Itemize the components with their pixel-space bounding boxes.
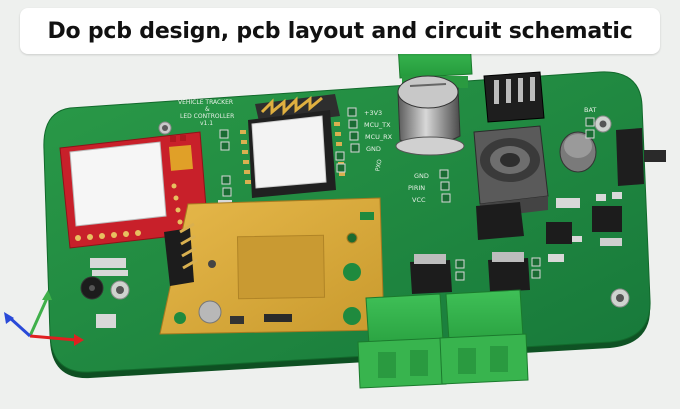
lower-header-pads (439, 169, 451, 203)
axis-triad-icon (4, 290, 84, 346)
title-banner: Do pcb design, pcb layout and circuit sc… (20, 8, 660, 54)
pin-label-mcu-rx: MCU_RX (365, 133, 393, 141)
mounting-holes (110, 115, 630, 308)
header-pads (219, 107, 360, 197)
buzzer (80, 276, 104, 300)
power-switch (616, 128, 666, 186)
misc-pads (455, 257, 541, 281)
power-inductor (473, 125, 549, 218)
terminal-block-right (439, 289, 529, 385)
header-pin-labels: +3V3 MCU_TX MCU_RX GND PXO (364, 109, 393, 172)
pin-label-mcu-tx: MCU_TX (364, 121, 391, 129)
pin-label-gnd-lower: GND (414, 172, 429, 180)
terminal-block-left (357, 293, 447, 389)
board-version: v1.1 (200, 120, 213, 127)
sim-module (59, 131, 209, 249)
pin-label-3v3: +3V3 (364, 109, 382, 117)
wifi-module (240, 94, 345, 198)
electrolytic-capacitor (395, 75, 465, 156)
pin-label-gnd: GND (366, 145, 381, 153)
gsm-module (159, 197, 385, 335)
board-name-line2: & (205, 106, 210, 113)
driver-chip (476, 202, 524, 240)
lower-pin-labels: GND PIRIN VCC (408, 172, 429, 204)
pin-label-vcc: VCC (412, 196, 426, 204)
voltage-regulator (483, 71, 545, 123)
page-title: Do pcb design, pcb layout and circuit sc… (47, 18, 633, 44)
small-capacitor-right (559, 131, 597, 173)
battery-label: BAT (584, 106, 596, 114)
bottom-left-pads (96, 314, 116, 328)
mosfet-left (410, 254, 452, 294)
pin-header (164, 222, 198, 286)
mosfet-right (488, 252, 530, 292)
battery-pads (585, 117, 595, 139)
board-silkscreen: VEHICLE TRACKER & LED CONTROLLER v1.1 (178, 99, 234, 127)
board-name-line1: VEHICLE TRACKER (178, 99, 233, 106)
pin-label-pirin: PIRIN (408, 184, 425, 192)
board-name-line3: LED CONTROLLER (180, 113, 234, 120)
pin-label-pxo: PXO (374, 159, 383, 172)
